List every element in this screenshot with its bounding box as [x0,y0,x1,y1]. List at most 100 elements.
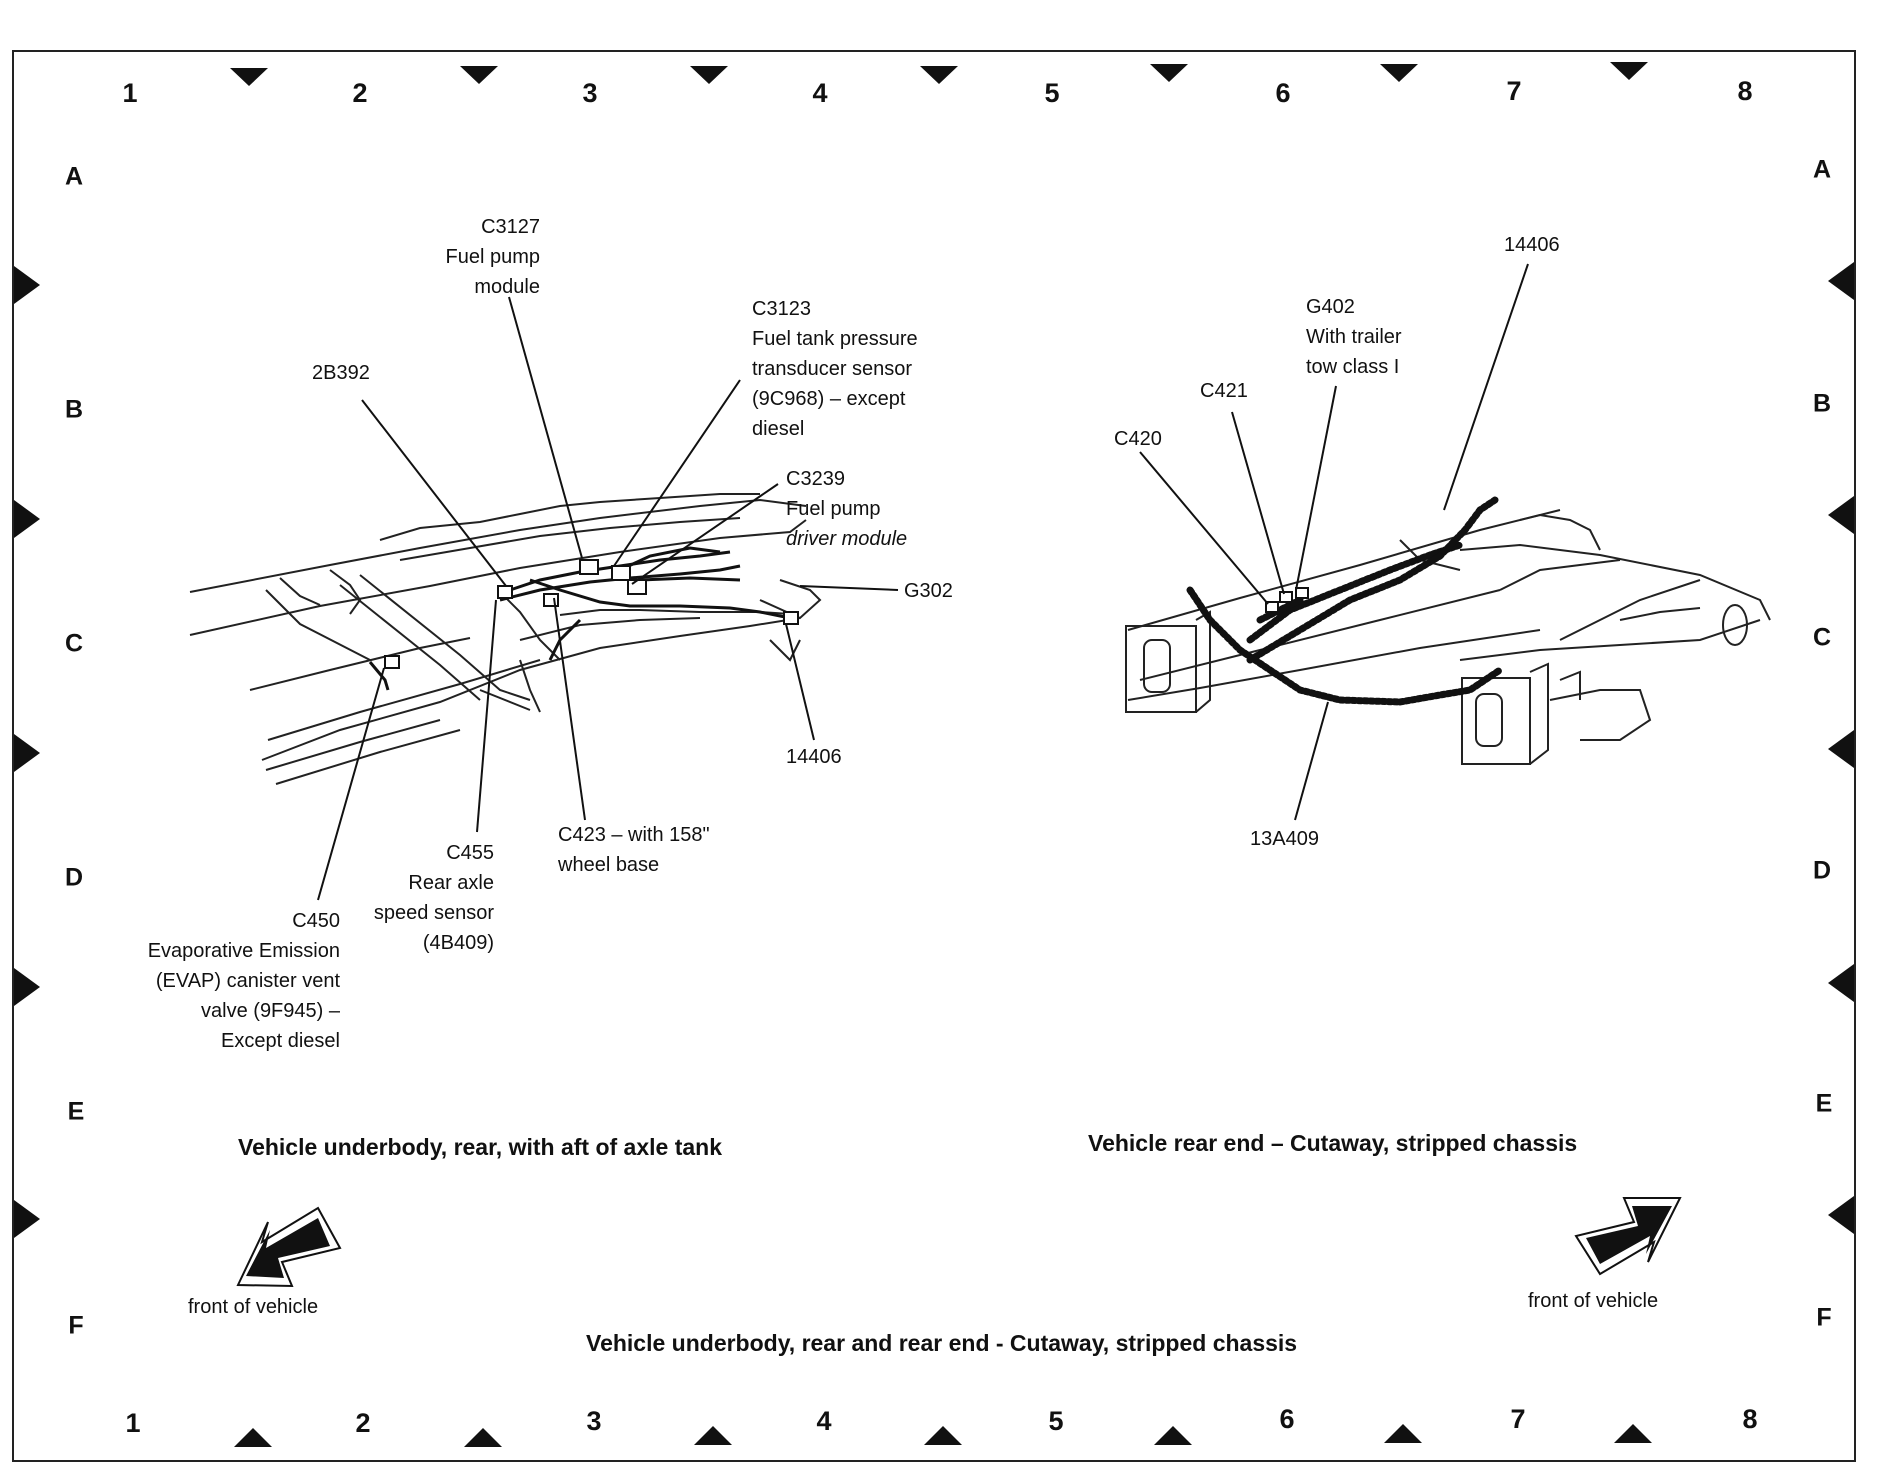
marker-right-3 [1828,730,1854,768]
marker-left-3 [14,734,40,772]
connector-c3239 [627,579,647,595]
callout-c421-id: C421 [1200,380,1248,402]
callout-c3127-line1: Fuel pump [445,246,541,268]
grid-row-left-e: E [67,1097,85,1126]
border-markers [14,62,1854,1447]
callout-c423: C423 – with 158" wheel base [558,820,710,880]
callout-c3123-line4: diesel [752,418,805,440]
marker-right-5 [1828,1196,1854,1234]
connector-c450 [384,655,400,669]
callout-c455-line3: (4B409) [422,932,494,954]
callout-c3123-line2: transducer sensor [752,358,913,380]
front-arrow-right [1574,1197,1682,1276]
callout-c455-line2: speed sensor [373,902,494,924]
marker-bottom-4 [924,1426,962,1445]
grid-col-bottom-7: 7 [1510,1404,1526,1434]
marker-right-1 [1828,262,1854,300]
grid-row-left-d: D [64,863,84,892]
grid-col-bottom-5: 5 [1048,1406,1064,1436]
callout-2b392: 2B392 [312,358,370,388]
callout-c3239-line1: Fuel pump [786,498,881,520]
grid-row-right-b: B [1812,389,1832,418]
grid-col-bottom-4: 4 [816,1406,832,1436]
callout-c450-line2: (EVAP) canister vent [155,970,340,992]
marker-top-4 [920,66,958,84]
callout-14406-right-id: 14406 [1504,234,1560,256]
grid-col-bottom-8: 8 [1742,1404,1758,1434]
marker-top-3 [690,66,728,84]
grid-row-right-c: C [1812,623,1832,652]
sheet-frame [12,50,1856,1462]
grid-col-top-8: 8 [1737,76,1753,106]
marker-top-6 [1380,64,1418,82]
left-underbody-illustration [189,493,822,785]
callout-c450-id: C450 [292,910,340,932]
callout-g302-id: G302 [904,580,953,602]
right-harness [1186,496,1504,706]
grid-row-right-e: E [1815,1089,1833,1118]
callout-c450-line4: Except diesel [221,1030,340,1052]
callout-g302: G302 [904,576,953,606]
grid-col-top-1: 1 [122,78,138,108]
right-leader-lines [1139,263,1529,821]
grid-col-top-7: 7 [1506,76,1522,106]
marker-left-2 [14,500,40,538]
marker-right-2 [1828,496,1854,534]
callout-g402-line2: tow class I [1306,356,1400,378]
grid-col-bottom-2: 2 [355,1408,371,1438]
callout-c450-line3: valve (9F945) – [201,1000,340,1022]
grid-col-bottom-3: 3 [586,1406,602,1436]
callout-2b392-id: 2B392 [312,362,370,384]
front-arrow-left [236,1206,342,1288]
callout-13a409: 13A409 [1250,824,1319,854]
marker-top-7 [1610,62,1648,80]
callout-c3123: C3123 Fuel tank pressure transducer sens… [752,294,918,444]
callout-c3123-id: C3123 [752,298,811,320]
callout-14406-left: 14406 [786,742,842,772]
right-connectors [1265,587,1309,613]
connector-c421 [1279,591,1293,603]
marker-bottom-7 [1614,1424,1652,1443]
marker-bottom-5 [1154,1426,1192,1445]
callout-c3239: C3239 Fuel pump driver module [786,464,907,554]
callout-c455: C455 Rear axle speed sensor (4B409) [374,838,494,958]
grid-row-left-b: B [64,395,84,424]
callout-c3127-line2: module [474,276,540,298]
connector-g402 [1295,587,1309,599]
grid-row-right-d: D [1812,856,1832,885]
callout-c3127: C3127 Fuel pump module [446,212,541,302]
front-of-vehicle-label-left: front of vehicle [188,1296,319,1318]
grid-col-top-4: 4 [812,78,828,108]
callout-c455-line1: Rear axle [408,872,494,894]
marker-left-5 [14,1200,40,1238]
callout-c421: C421 [1200,376,1248,406]
marker-top-1 [230,68,268,86]
marker-right-4 [1828,964,1854,1002]
callout-c3123-line1: Fuel tank pressure [752,328,918,350]
callout-c420-id: C420 [1114,428,1162,450]
callout-14406-left-id: 14406 [786,746,842,768]
grid-col-top-6: 6 [1275,78,1291,108]
grid-col-top-2: 2 [352,78,368,108]
marker-bottom-2 [464,1428,502,1447]
connector-c3123 [611,565,631,581]
callout-14406-right: 14406 [1504,230,1560,260]
connector-14406-left [783,611,799,625]
callout-c423-line1: wheel base [558,854,660,876]
left-leader-lines [317,296,899,901]
callout-c3239-id: C3239 [786,468,845,490]
callout-c3239-line2: driver module [786,528,908,550]
grid-col-top-3: 3 [582,78,598,108]
marker-bottom-6 [1384,1424,1422,1443]
grid-col-top-5: 5 [1044,78,1060,108]
grid-col-bottom-1: 1 [125,1408,141,1438]
callout-c450: C450 Evaporative Emission (EVAP) caniste… [148,906,340,1056]
callout-c450-line1: Evaporative Emission [147,940,340,962]
callout-c3123-line3: (9C968) – except [752,388,906,410]
marker-bottom-1 [234,1428,272,1447]
marker-left-4 [14,968,40,1006]
grid-row-left-f: F [68,1311,84,1340]
marker-top-5 [1150,64,1188,82]
callout-c420: C420 [1114,424,1162,454]
